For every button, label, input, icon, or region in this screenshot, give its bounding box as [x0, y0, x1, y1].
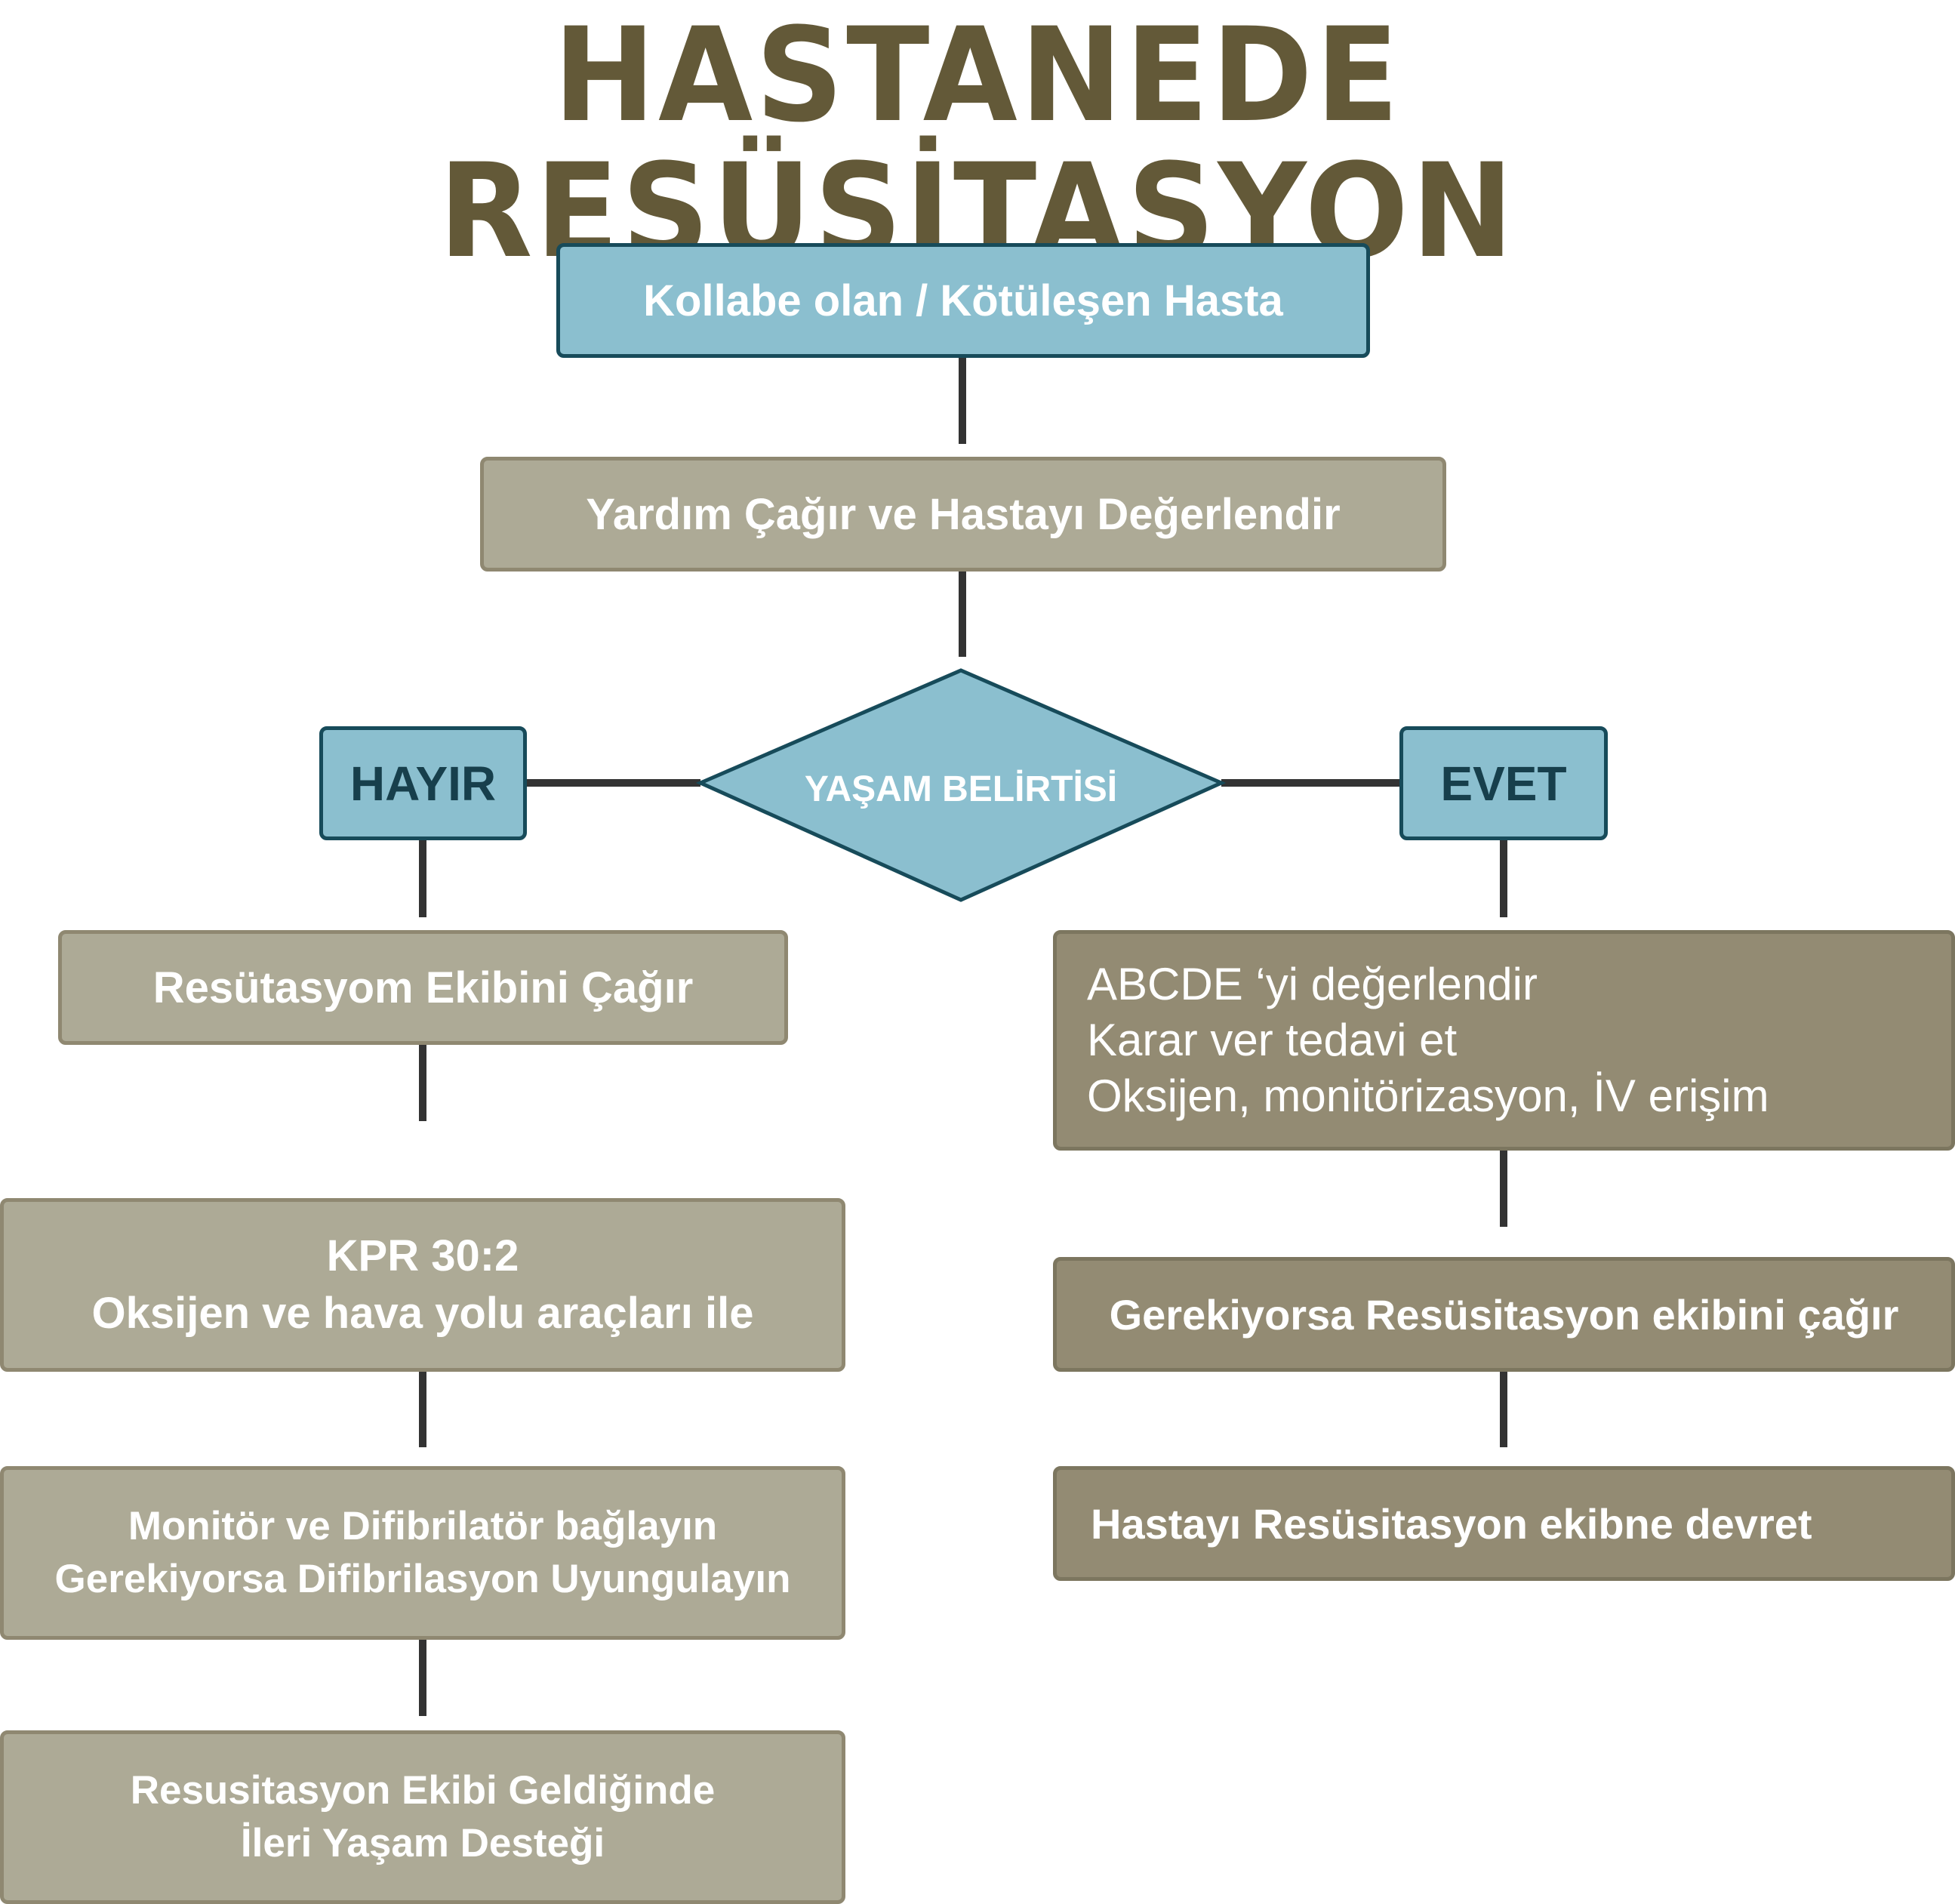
- call-help-box: Yardım Çağır ve Hastayı Değerlendir: [480, 457, 1446, 572]
- als-line-1: Resusitasyon Ekibi Geldiğinde: [130, 1768, 716, 1813]
- call-help-label: Yardım Çağır ve Hastayı Değerlendir: [586, 489, 1341, 539]
- handover-box: Hastayı Resüsitasyon ekibne devret: [1053, 1466, 1955, 1581]
- yes-label: EVET: [1440, 756, 1567, 811]
- handover-label: Hastayı Resüsitasyon ekibne devret: [1091, 1499, 1812, 1548]
- assess-line-1: ABCDE ‘yi değerlendir: [1087, 959, 1538, 1009]
- monitor-box: Monitör ve Difibrilatör bağlayın Gerekiy…: [0, 1466, 845, 1640]
- start-box: Kollabe olan / Kötüleşen Hasta: [556, 243, 1370, 358]
- call-if-needed-box: Gerekiyorsa Resüsitasyon ekibini çağır: [1053, 1257, 1955, 1372]
- monitor-line-1: Monitör ve Difibrilatör bağlayın: [128, 1504, 718, 1548]
- als-line-2: İleri Yaşam Desteği: [240, 1821, 605, 1865]
- no-label: HAYIR: [349, 756, 497, 811]
- start-label: Kollabe olan / Kötüleşen Hasta: [643, 276, 1283, 325]
- call-if-needed-label: Gerekiyorsa Resüsitasyon ekibini çağır: [1109, 1290, 1899, 1339]
- no-box: HAYIR: [319, 726, 527, 840]
- cpr-line-1: KPR 30:2: [326, 1231, 519, 1280]
- decision-diamond: [695, 668, 1227, 902]
- yes-box: EVET: [1399, 726, 1608, 840]
- call-team-label: Resütasyom Ekibini Çağır: [152, 963, 694, 1012]
- als-box: Resusitasyon Ekibi Geldiğinde İleri Yaşa…: [0, 1730, 845, 1904]
- assess-line-2: Karar ver tedavi et: [1087, 1015, 1458, 1065]
- assess-line-3: Oksijen, monitörizasyon, İV erişim: [1087, 1071, 1769, 1121]
- monitor-line-2: Gerekiyorsa Difibrilasyon Uyungulayın: [54, 1557, 791, 1601]
- assess-box: ABCDE ‘yi değerlendir Karar ver tedavi e…: [1053, 930, 1955, 1151]
- call-team-box: Resütasyom Ekibini Çağır: [58, 930, 788, 1045]
- cpr-line-2: Oksijen ve hava yolu araçları ile: [91, 1289, 754, 1338]
- cpr-box: KPR 30:2 Oksijen ve hava yolu araçları i…: [0, 1198, 845, 1372]
- decision-label: YAŞAM BELİRTİSİ: [804, 769, 1118, 809]
